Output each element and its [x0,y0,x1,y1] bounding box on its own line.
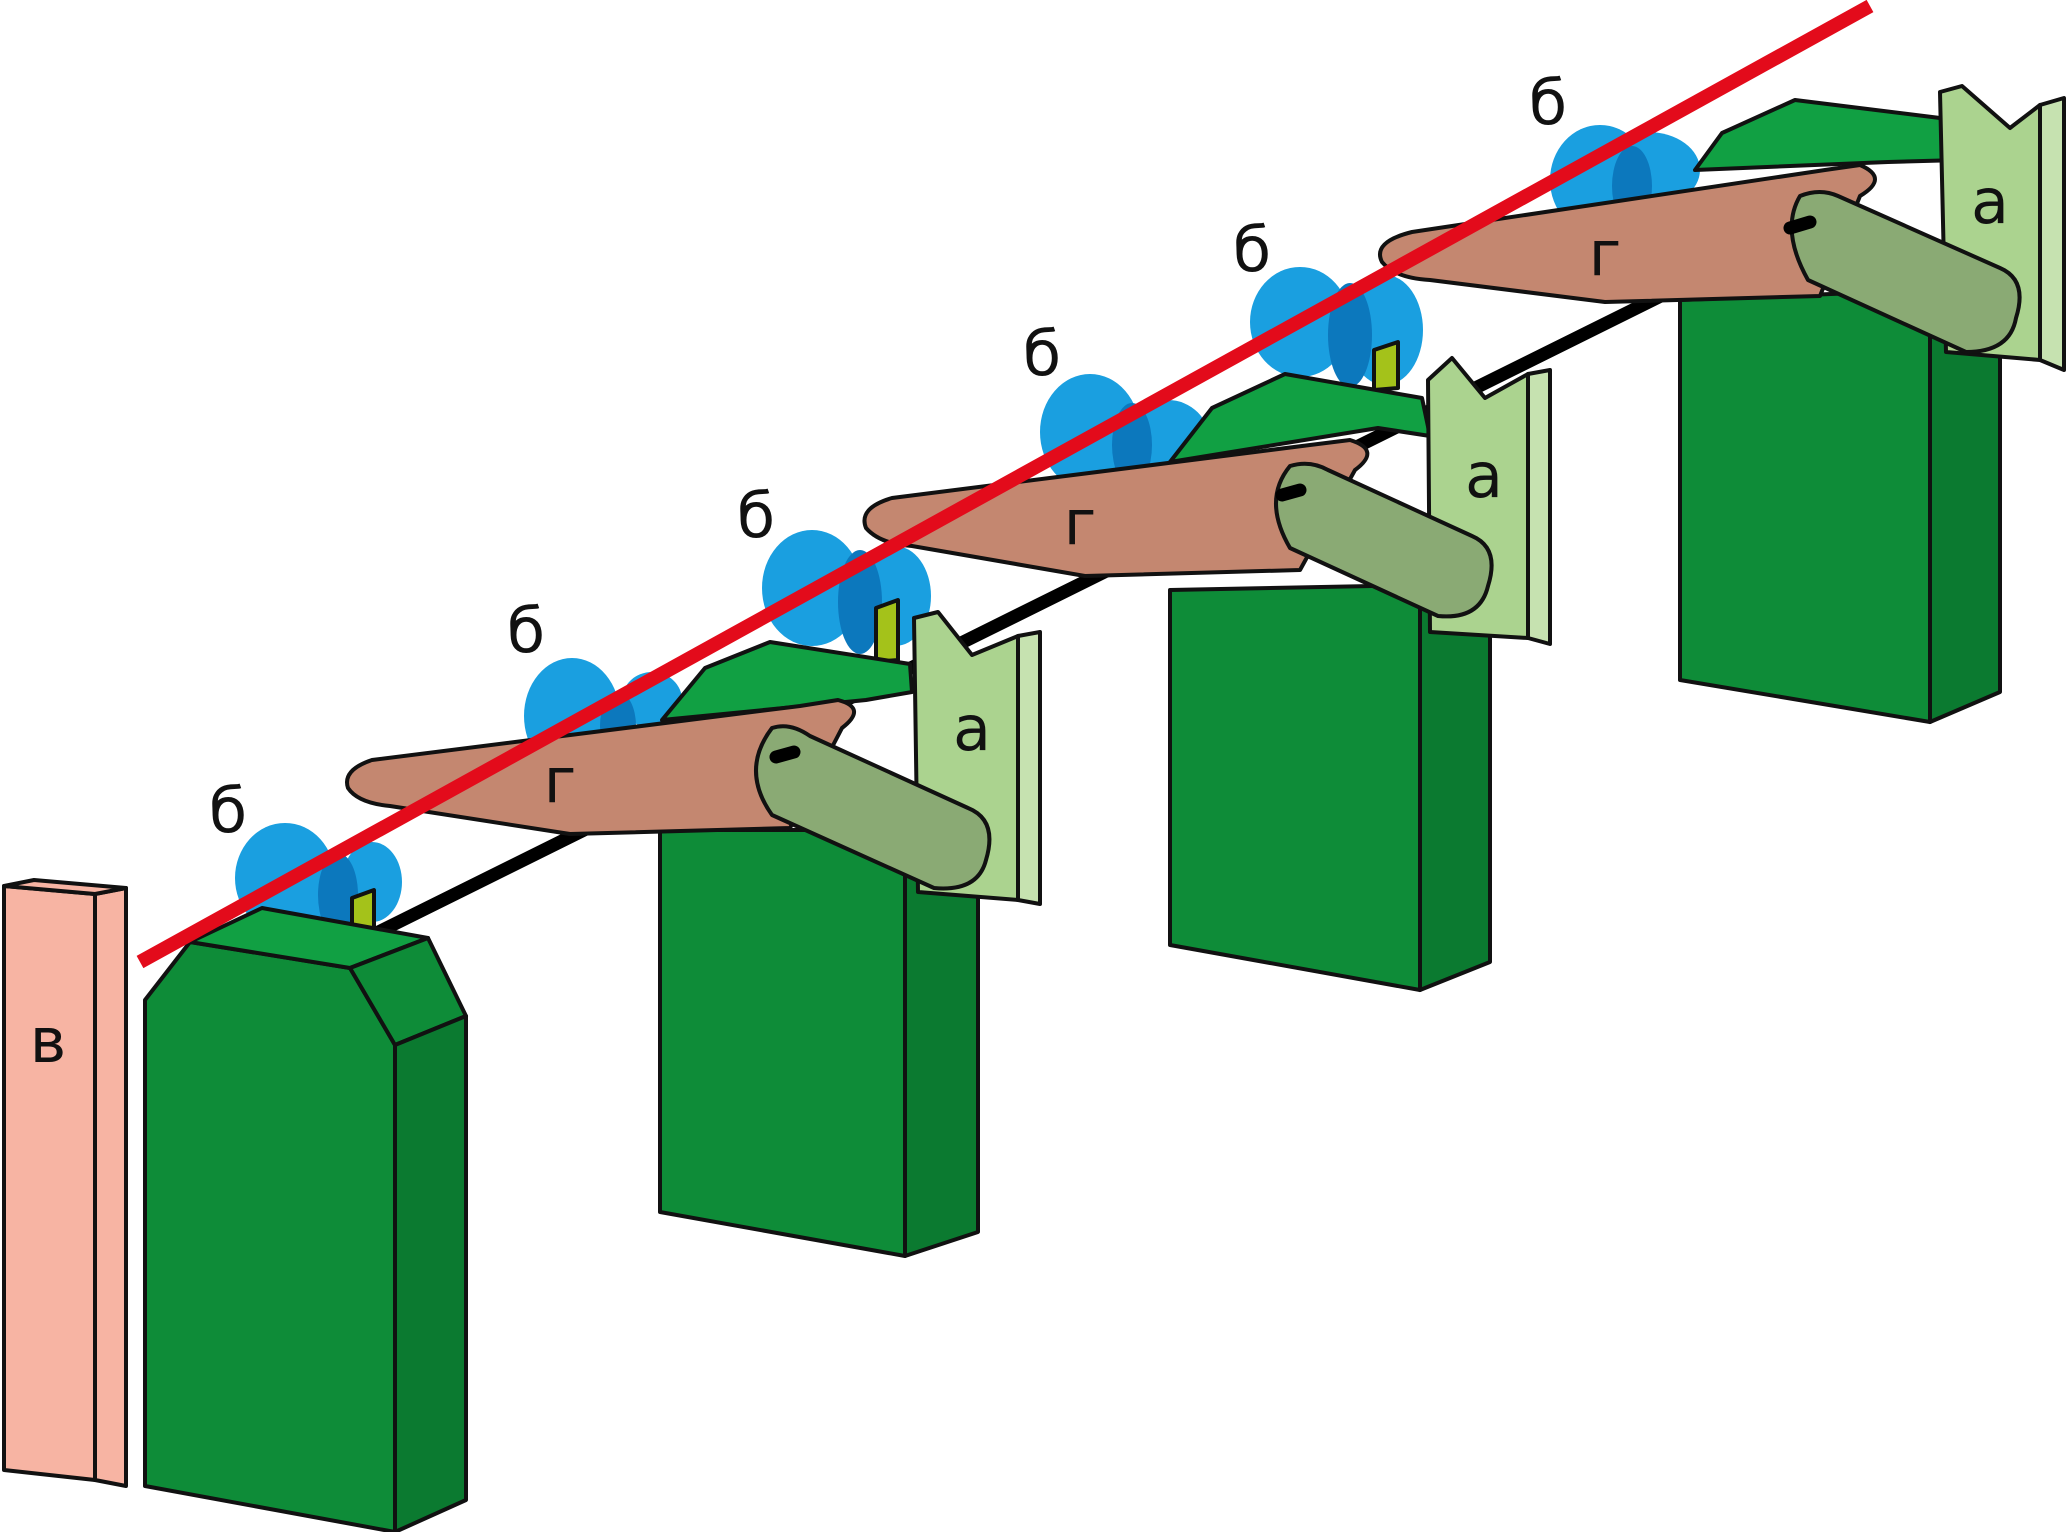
roller-end-2 [769,745,801,764]
tab-3 [1372,340,1400,392]
cap-shadow [1328,283,1372,387]
red-line [136,0,1874,969]
roller-end-3 [1275,483,1307,502]
roller-4 [1789,190,2022,354]
block-top-3 [1168,372,1432,464]
cap-shadow [318,853,358,937]
block-front-1 [143,940,397,1532]
label-g-4: г [1589,217,1622,290]
beam-g-4 [1378,163,1877,304]
unit-3: а г б б [862,213,1552,992]
tab-2 [874,598,900,664]
block-front-2 [658,828,907,1258]
block-top-2 [660,640,914,722]
label-b-2b: б [737,479,775,552]
label-a-4: а [1971,165,2009,238]
roller-end-4 [1783,215,1817,235]
label-a-2: а [953,692,991,765]
block-front-4 [1678,288,1932,724]
cap-cluster-2b [762,530,931,664]
bracket-rim-2 [1016,630,1042,906]
block-front-3 [1168,583,1422,992]
label-b-2a: б [507,594,545,667]
beam-g-2 [345,698,856,836]
label-b-4: б [1529,66,1567,139]
label-b-3a: б [1023,317,1061,390]
label-b-1: б [209,774,247,847]
block-side-1-lower [393,1014,468,1532]
label-b-3b: б [1233,213,1271,286]
roller-3 [1274,461,1494,619]
cap-cluster-1 [235,823,402,937]
label-g-2: г [544,744,577,817]
plate-side [93,886,128,1488]
block-side-3 [1418,583,1492,992]
plate-top [2,878,128,896]
roller-2 [754,724,992,891]
label-g-3: г [1064,486,1097,559]
bracket-rim-4 [2038,96,2066,372]
black-rod [311,215,1817,969]
unit-4: а г б [1378,66,2066,724]
block-top-4 [1693,98,1962,172]
label-a-3: а [1465,439,1503,512]
unit-1 [143,823,468,1532]
label-v: в [30,1004,67,1077]
bracket-rim-3 [1526,368,1552,646]
plate-front [2,884,97,1482]
plate-v: в [2,878,128,1488]
